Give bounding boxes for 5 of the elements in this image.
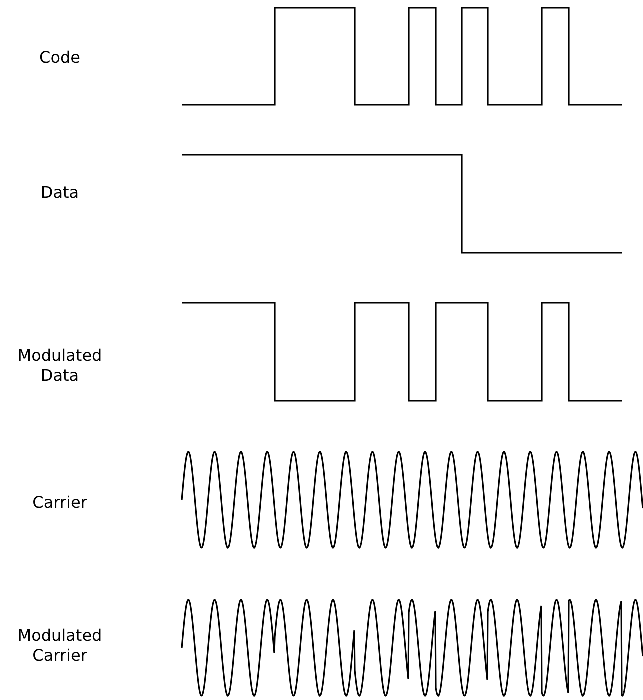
signal-label: Modulated Data	[16, 346, 104, 386]
signal-label: Modulated Carrier	[16, 626, 104, 666]
signal-label: Code	[38, 48, 82, 68]
signal-label: Data	[40, 183, 80, 203]
signal-label: Carrier	[32, 493, 88, 513]
